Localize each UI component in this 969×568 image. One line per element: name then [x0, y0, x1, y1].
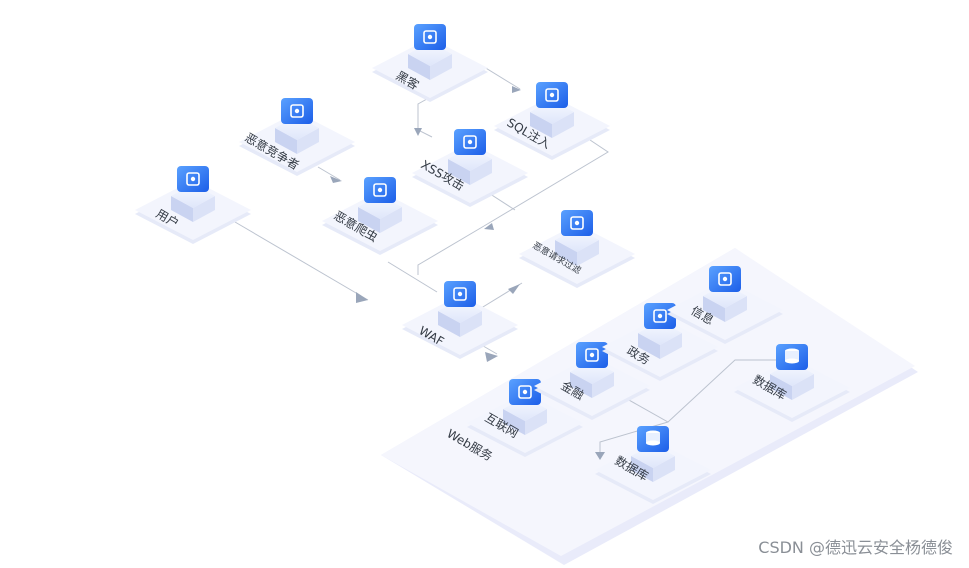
node-gov — [602, 303, 718, 381]
arrowheads — [330, 86, 605, 460]
arrow-to-db-down — [595, 452, 605, 460]
arrow-to-crawler — [330, 176, 342, 183]
coin-icon — [585, 348, 599, 362]
node-crawler — [322, 177, 438, 255]
arrow-to-sql — [512, 86, 521, 93]
arrow-to-xss — [414, 128, 422, 136]
connector-db-branch — [619, 359, 790, 423]
node-info — [667, 266, 783, 344]
connector-crawler-waf — [387, 261, 438, 293]
node-user — [135, 166, 251, 244]
watermark: CSDN @德迅云安全杨德俊 — [758, 538, 953, 557]
arrow-to-internet — [485, 352, 498, 362]
node-filter — [519, 210, 635, 288]
node-internet — [467, 379, 583, 457]
user-icon — [186, 172, 200, 186]
bug-icon — [373, 183, 387, 197]
globe-icon — [518, 385, 532, 399]
node-xss — [412, 129, 528, 207]
connector-user-waf — [234, 221, 369, 301]
node-waf — [402, 281, 518, 359]
connector-merge-waf — [417, 225, 485, 275]
database-icon — [785, 348, 799, 364]
node-db2 — [734, 344, 850, 422]
arrow-to-waf-left — [356, 292, 368, 303]
web-service-platform — [381, 248, 918, 565]
document-icon — [718, 272, 732, 286]
building-icon — [653, 309, 667, 323]
node-competitor — [239, 98, 355, 176]
gear-icon — [463, 135, 477, 149]
node-finance — [534, 342, 650, 420]
node-hacker — [372, 24, 488, 102]
database-icon — [646, 430, 660, 446]
arrow-to-filter — [508, 284, 520, 294]
node-sql — [494, 82, 610, 160]
database-icon — [545, 88, 559, 102]
arrow-merge — [484, 223, 494, 230]
lock-icon — [290, 104, 304, 118]
filter-icon — [570, 216, 584, 230]
user-icon — [423, 30, 437, 44]
firewall-icon — [453, 287, 467, 301]
node-db1 — [595, 426, 711, 504]
connector-competitor-crawler — [317, 166, 341, 181]
